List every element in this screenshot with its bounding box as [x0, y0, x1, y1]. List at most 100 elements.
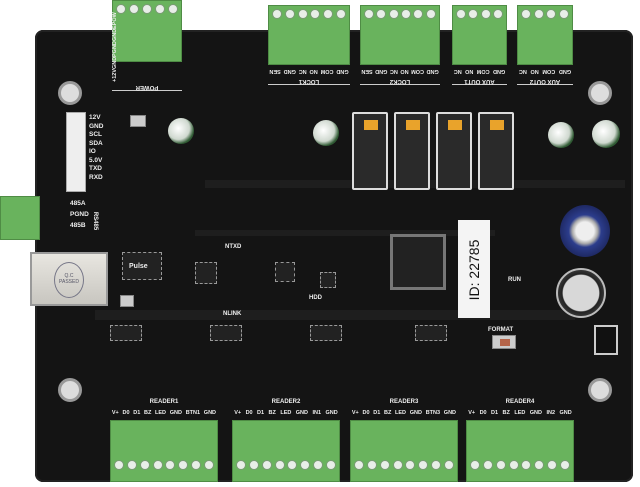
pin-label: V+: [468, 410, 476, 416]
smd-component: [120, 295, 134, 307]
pin-label: IN1: [312, 410, 322, 416]
relay: [478, 112, 514, 190]
reader3-title: READER3: [389, 399, 419, 405]
pin-label: D0: [362, 410, 370, 416]
pin-label: D1: [491, 410, 499, 416]
coin-battery: [556, 268, 606, 318]
pin-label: GND: [559, 410, 572, 416]
pin-label: LED: [280, 410, 292, 416]
hdd-label: HDD: [309, 295, 322, 301]
ic-chip: [275, 262, 295, 282]
pin-label: LED: [514, 410, 526, 416]
pin-label: D0: [122, 410, 130, 416]
ic-chip: [195, 262, 217, 284]
pin-label: BTN3: [425, 410, 441, 416]
pin-label: GND: [112, 56, 118, 69]
jumper-header[interactable]: [594, 325, 618, 355]
format-button[interactable]: [492, 335, 516, 349]
aux1-title: AUX OUT1: [452, 78, 507, 85]
capacitor: [592, 120, 620, 148]
reader2-terminal[interactable]: [232, 420, 340, 482]
lock2-terminal[interactable]: [360, 5, 440, 65]
reader-ic: [110, 325, 142, 341]
reader-ic: [310, 325, 342, 341]
id-text: ID: 22785: [466, 239, 482, 301]
pin-label: GND: [325, 410, 338, 416]
run-label: RUN: [508, 277, 521, 283]
id-sticker: ID: 22785: [458, 220, 490, 318]
aux2-title: AUX OUT2: [517, 78, 573, 85]
pin-label: IN2: [546, 410, 556, 416]
capacitor: [548, 122, 574, 148]
mounting-hole: [58, 81, 82, 105]
pin-label: D0: [479, 410, 487, 416]
pin-label: GND: [112, 28, 118, 41]
mounting-hole: [58, 378, 82, 402]
pin-label: PGND: [112, 40, 118, 57]
mounting-hole: [588, 81, 612, 105]
relay: [436, 112, 472, 190]
aux-out1-terminal[interactable]: [452, 5, 507, 65]
pin-label: D1: [133, 410, 141, 416]
pin-label: GND: [409, 410, 422, 416]
lock1-title: LOCK1: [268, 78, 350, 85]
pin-label: D1: [373, 410, 381, 416]
capacitor: [168, 118, 194, 144]
pin-label: V+: [111, 410, 119, 416]
capacitor: [313, 120, 339, 146]
pin-header-connector[interactable]: [66, 112, 86, 192]
power-title: POWER: [112, 84, 182, 91]
reader4-terminal[interactable]: [466, 420, 574, 482]
relay: [394, 112, 430, 190]
reader-ic: [415, 325, 447, 341]
electrolytic-capacitor: [560, 205, 610, 257]
reader1-terminal[interactable]: [110, 420, 218, 482]
pin-label: BZ: [268, 410, 276, 416]
pin-label: GND: [203, 410, 217, 416]
pin-label: GND: [443, 410, 457, 416]
pin-label: EPOW: [112, 11, 118, 29]
pin-label: BTN1: [185, 410, 201, 416]
power-terminal[interactable]: [112, 0, 182, 62]
reader2-title: READER2: [271, 399, 301, 405]
pin-label: LED: [395, 410, 407, 416]
pin-label: GND: [169, 410, 182, 416]
reader1-title: READER1: [149, 399, 179, 405]
reader3-terminal[interactable]: [350, 420, 458, 482]
ic-chip: [320, 272, 336, 288]
microcontroller: [390, 234, 446, 290]
relay: [352, 112, 388, 190]
pin-label: V+: [351, 410, 359, 416]
pin-label: GND: [295, 410, 309, 416]
lock2-title: LOCK2: [360, 78, 440, 85]
reader4-title: READER4: [505, 399, 535, 405]
pin-label: BZ: [143, 410, 152, 416]
pin-label: D0: [245, 410, 253, 416]
lock1-terminal[interactable]: [268, 5, 350, 65]
pin-label: V+: [234, 410, 242, 416]
pin-label: BZ: [502, 410, 510, 416]
smd-component: [130, 115, 146, 127]
format-label: FORMAT: [488, 327, 514, 333]
rs485-title: RS485: [92, 211, 99, 231]
reader-ic: [210, 325, 242, 341]
nlink-label: NLINK: [223, 311, 242, 317]
ntxd-label: NTXD: [225, 244, 242, 250]
pin-label: LED: [155, 410, 167, 416]
aux-out2-terminal[interactable]: [517, 5, 573, 65]
pin-label: BZ: [383, 410, 392, 416]
pulse-magnetics: Pulse: [122, 252, 162, 280]
rs485-terminal[interactable]: [0, 196, 40, 240]
